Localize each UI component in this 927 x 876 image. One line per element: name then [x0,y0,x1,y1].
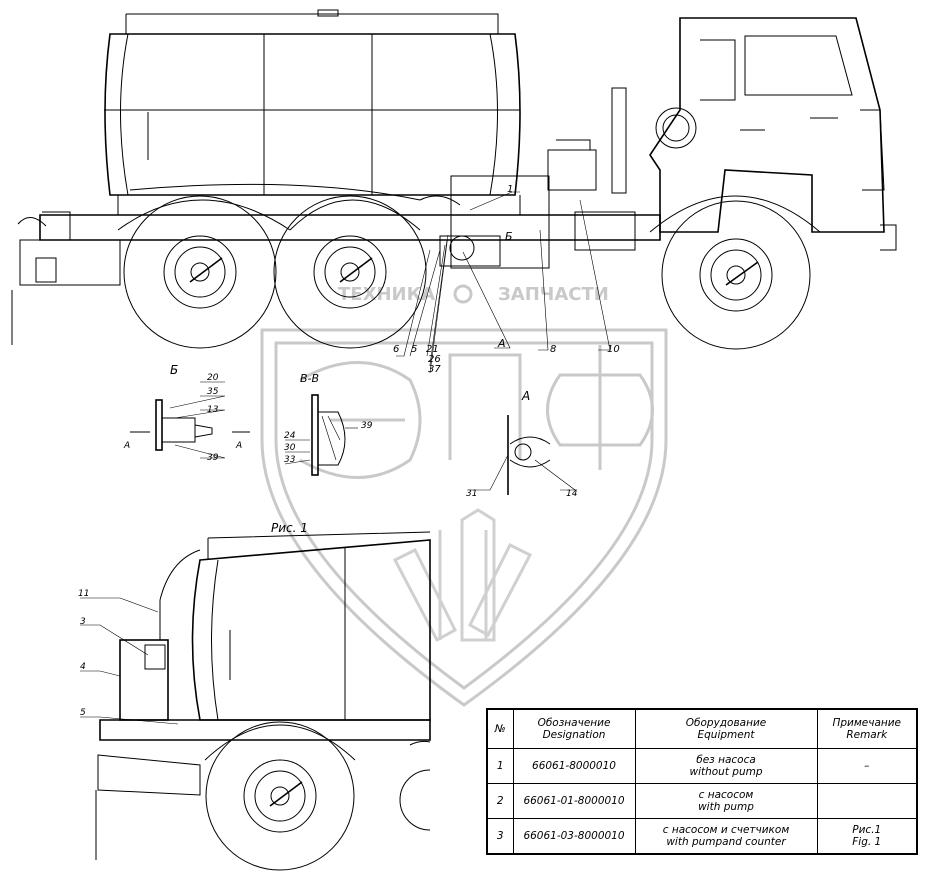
figure-1-title: Рис. 1 [271,521,308,535]
callout-10: 10 [607,344,620,355]
row-equipment: с насосом with pump [634,783,818,819]
row-num: 3 [486,818,514,855]
detail-vv-callout-24: 24 [284,431,296,441]
table-row: 1 66061-8000010 без насоса without pump … [486,748,918,784]
watermark-logo: ТЕХНИКА ЗАПЧАСТИ [260,284,668,707]
row-remark [816,783,918,819]
figure-callout-5: 5 [80,708,86,718]
watermark-brand-left: ТЕХНИКА [338,284,435,305]
callout-8: 8 [550,344,556,355]
row-num: 2 [486,783,514,819]
detail-b-title: Б [170,363,178,377]
row-equipment: без насоса without pump [634,748,818,784]
figure-callout-11: 11 [78,589,89,599]
callout-1: 1 [507,184,513,195]
row-designation: 66061-01-8000010 [512,783,636,819]
wheel-rear-2 [273,195,427,349]
detail-vv-callout-33: 33 [284,455,296,465]
detail-b-callout-13: 13 [207,405,219,415]
callout-b-mark: Б [505,230,513,243]
detail-a-callout-14: 14 [566,489,578,499]
callout-26: 26 [428,354,441,365]
wheel-front [661,200,811,350]
detail-vv-view: В-В 39 24 30 33 [284,372,373,476]
figure-callout-3: 3 [80,617,86,627]
row-num: 1 [486,748,514,784]
detail-a-callout-31: 31 [466,489,477,499]
spec-table: № Обозначение Designation Оборудование E… [486,708,918,855]
table-row: 2 66061-01-8000010 с насосом with pump [486,783,918,819]
wheel-rear-1 [123,195,277,349]
watermark-brand-right: ЗАПЧАСТИ [498,284,609,305]
detail-b-view: Б 20 35 13 39 A A [123,363,250,463]
header-designation: Обозначение Designation [512,708,636,749]
truck-main-view: 1 Б 6 5 21 26 37 A 8 10 [11,9,897,375]
detail-b-callout-35: 35 [207,387,219,397]
row-remark: – [816,748,918,784]
fig1-wheel-1 [205,721,355,871]
detail-vv-callout-30: 30 [284,443,296,453]
detail-vv-callout-39: 39 [361,421,373,431]
spec-table-header: № Обозначение Designation Оборудование E… [486,708,918,749]
section-mark-right: A [235,441,242,451]
callout-5: 5 [411,344,417,355]
detail-b-callout-20: 20 [207,373,219,383]
figure-1-view: Рис. 1 11 3 4 [78,521,431,871]
header-equipment: Оборудование Equipment [634,708,818,749]
callout-37: 37 [428,364,441,375]
detail-vv-title: В-В [300,372,319,385]
figure-callout-4: 4 [80,662,86,672]
row-designation: 66061-8000010 [512,748,636,784]
header-num: № [486,708,514,749]
table-row: 3 66061-03-8000010 с насосом и счетчиком… [486,818,918,855]
row-designation: 66061-03-8000010 [512,818,636,855]
header-remark: Примечание Remark [816,708,918,749]
detail-a-title: A [521,389,530,403]
row-equipment: с насосом и счетчиком with pumpand count… [634,818,818,855]
callout-21: 21 [426,344,439,355]
callout-a-mark: A [497,337,506,350]
detail-b-callout-39: 39 [207,453,219,463]
section-mark-left: A [123,441,130,451]
callout-6: 6 [393,344,399,355]
detail-a-view: A 31 14 [466,389,578,499]
row-remark: Рис.1 Fig. 1 [816,818,918,855]
